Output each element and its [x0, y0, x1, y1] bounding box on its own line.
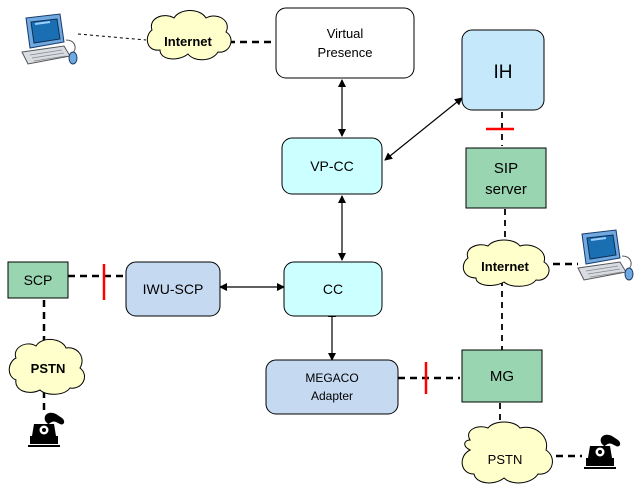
- box-sip-server: SIP server: [465, 147, 547, 209]
- box-megaco-adapter: MEGACO Adapter: [265, 359, 399, 415]
- link-computer-internet: [77, 33, 147, 41]
- cloud-pstn-left: PSTN: [8, 339, 85, 395]
- box-vp-cc: VP-CC: [281, 137, 383, 195]
- computer-icon: [21, 13, 78, 65]
- pstn-label-left: PSTN: [31, 361, 66, 376]
- cloud-pstn-bottom: PSTN: [461, 421, 553, 484]
- box-mg: MG: [461, 349, 543, 403]
- box-virtual-presence: Virtual Presence: [275, 7, 415, 79]
- sip-server-line1: SIP: [494, 160, 518, 177]
- box-scp: SCP: [7, 261, 69, 299]
- box-ih: IH: [461, 29, 545, 111]
- box-iwu-scp: IWU-SCP: [125, 261, 221, 317]
- telephone-icon: [583, 433, 622, 469]
- megaco-adapter-line2: Adapter: [311, 389, 353, 403]
- arrow-vpcc-ih: [384, 97, 463, 161]
- scp-label: SCP: [24, 272, 53, 288]
- iwu-scp-label: IWU-SCP: [143, 281, 204, 297]
- pstn-label-bottom: PSTN: [488, 452, 523, 467]
- ih-label: IH: [494, 62, 513, 83]
- internet-label-right: Internet: [481, 259, 529, 274]
- virtual-presence-line1: Virtual: [327, 26, 364, 41]
- cloud-internet-top: Internet: [146, 10, 232, 61]
- computer-icon: [577, 229, 634, 281]
- internet-label-top: Internet: [164, 34, 212, 49]
- cc-label: CC: [323, 281, 343, 297]
- cloud-internet-right: Internet: [462, 239, 550, 287]
- box-cc: CC: [283, 261, 383, 317]
- vp-cc-label: VP-CC: [310, 158, 354, 174]
- mg-label: MG: [490, 368, 514, 385]
- virtual-presence-line2: Presence: [318, 45, 373, 60]
- telephone-icon: [27, 411, 66, 447]
- megaco-adapter-line1: MEGACO: [305, 371, 358, 385]
- sip-server-line2: server: [485, 181, 527, 198]
